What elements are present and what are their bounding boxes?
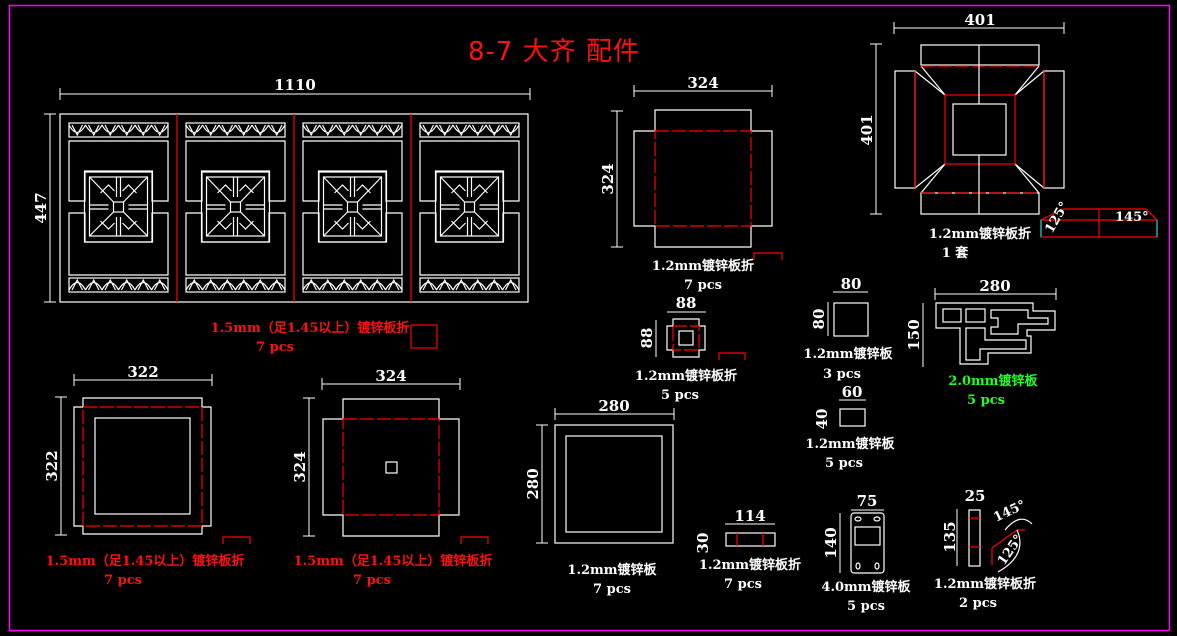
dim-width-label: 324 [687,74,718,92]
dim-height-label: 150 [905,319,923,350]
dim-height-label: 280 [524,468,542,499]
dim-width-label: 80 [841,275,862,293]
angle-label: 125° [995,532,1027,568]
fold-marker [460,536,489,544]
panel-cell [68,122,169,293]
side-profile: 125° 145° [1040,199,1158,238]
material-label: 1.2mm镀锌板折 [929,226,1031,242]
dimension-height: 324 [599,110,623,248]
dim-width-label: 280 [598,397,629,415]
dim-width-label: 60 [842,383,863,401]
part-cross-401[interactable]: 401 401 1.2mm镀锌板折 1 套 [858,11,1158,261]
dim-width-label: 324 [375,367,406,385]
drawing-frame [8,4,1171,632]
drawing-title: 8-7 大齐 配件 [468,37,640,67]
material-label: 1.5mm（足1.45以上）镀锌板折 [211,320,410,336]
part-box-324-top[interactable]: 324 324 1.2mm镀锌板折 7 pcs [599,74,783,293]
dim-width-label: 401 [964,11,995,29]
panel-cell [419,122,520,293]
fold-marker [410,324,438,349]
dim-height-label: 40 [813,409,831,430]
dim-width-label: 75 [857,492,878,510]
material-label: 2.0mm镀锌板 [948,373,1038,389]
quantity-label: 7 pcs [684,278,722,293]
quantity-label: 1 套 [942,245,970,261]
quantity-label: 5 pcs [661,388,699,403]
fold-marker [222,536,251,544]
material-label: 1.2mm镀锌板 [803,346,893,362]
dim-width-label: 88 [676,294,697,312]
panel-cell [302,122,403,293]
dim-width-label: 25 [965,487,986,505]
part-frame-280[interactable]: 280 280 1.2mm镀锌板 7 pcs [524,397,675,597]
dim-height-label: 401 [858,114,876,145]
dim-height-label: 135 [941,521,959,552]
material-label: 1.2mm镀锌板折 [934,576,1036,592]
angle-label: 145° [991,498,1028,526]
quantity-label: 5 pcs [847,599,885,614]
quantity-label: 7 pcs [256,340,294,355]
part-plate-60x40[interactable]: 60 40 1.2mm镀锌板 5 pcs [805,383,895,471]
quantity-label: 3 pcs [823,367,861,382]
part-box-324-bottom[interactable]: 324 324 1.5mm（足1.45以上）镀锌板折 7 pcs [291,367,492,588]
material-label: 1.5mm（足1.45以上）镀锌板折 [46,553,245,569]
dim-width-label: 1110 [274,76,316,94]
dim-height-label: 30 [694,533,712,554]
dimension-height: 401 [858,43,882,215]
fold-marker [718,352,746,360]
fold-lines [654,130,752,227]
part-strip-25x135[interactable]: 25 135 145° 125° 1.2mm镀锌板折 2 pcs [934,487,1036,611]
quantity-label: 7 pcs [353,573,391,588]
quantity-label: 5 pcs [967,393,1005,408]
dim-width-label: 280 [979,277,1010,295]
part-strip-114x30[interactable]: 114 30 1.2mm镀锌板折 7 pcs [694,507,801,592]
dim-height-label: 88 [638,328,656,349]
quantity-label: 7 pcs [724,577,762,592]
quantity-label: 5 pcs [825,456,863,471]
dim-height-label: 324 [599,163,617,194]
quantity-label: 7 pcs [593,582,631,597]
panel-cell [185,122,286,293]
material-label: 4.0mm镀锌板 [821,579,911,595]
material-label: 1.2mm镀锌板折 [635,368,737,384]
fold-marker [753,252,783,260]
dim-height-label: 447 [32,192,50,223]
part-frame-322[interactable]: 322 322 1.5mm（足1.45以上）镀锌板折 7 pcs [43,363,251,588]
dim-height-label: 80 [810,309,828,330]
material-label: 1.2mm镀锌板折 [699,557,801,573]
part-plate-80[interactable]: 80 80 1.2mm镀锌板 3 pcs [803,275,893,382]
part-plate-75x140[interactable]: 75 140 4.0mm镀锌板 5 pcs [821,492,911,614]
material-label: 1.5mm（足1.45以上）镀锌板折 [294,553,493,569]
angle-label: 145° [1115,210,1149,225]
quantity-label: 7 pcs [104,573,142,588]
part-bracket-280x150[interactable]: 280 150 2.0mm镀锌板 5 pcs [905,277,1057,408]
quantity-label: 2 pcs [959,596,997,611]
dimension-width: 401 [893,11,1065,34]
material-label: 1.2mm镀锌板 [805,436,895,452]
dimension-width: 324 [633,74,773,97]
dimension-width: 1110 [59,76,531,100]
dim-height-label: 140 [822,527,840,558]
dim-height-label: 322 [43,450,61,481]
dim-width-label: 114 [734,507,765,525]
material-label: 1.2mm镀锌板 [567,562,657,578]
dim-height-label: 324 [291,451,309,482]
dimension-height: 447 [32,113,56,303]
part-main-panel[interactable]: 1110 447 1.5mm（足1.45以上）镀锌板折 7 pcs [32,76,531,355]
material-label: 1.2mm镀锌板折 [652,258,754,274]
part-small-88[interactable]: 88 88 1.2mm镀锌板折 5 pcs [635,294,746,403]
dim-width-label: 322 [127,363,158,381]
